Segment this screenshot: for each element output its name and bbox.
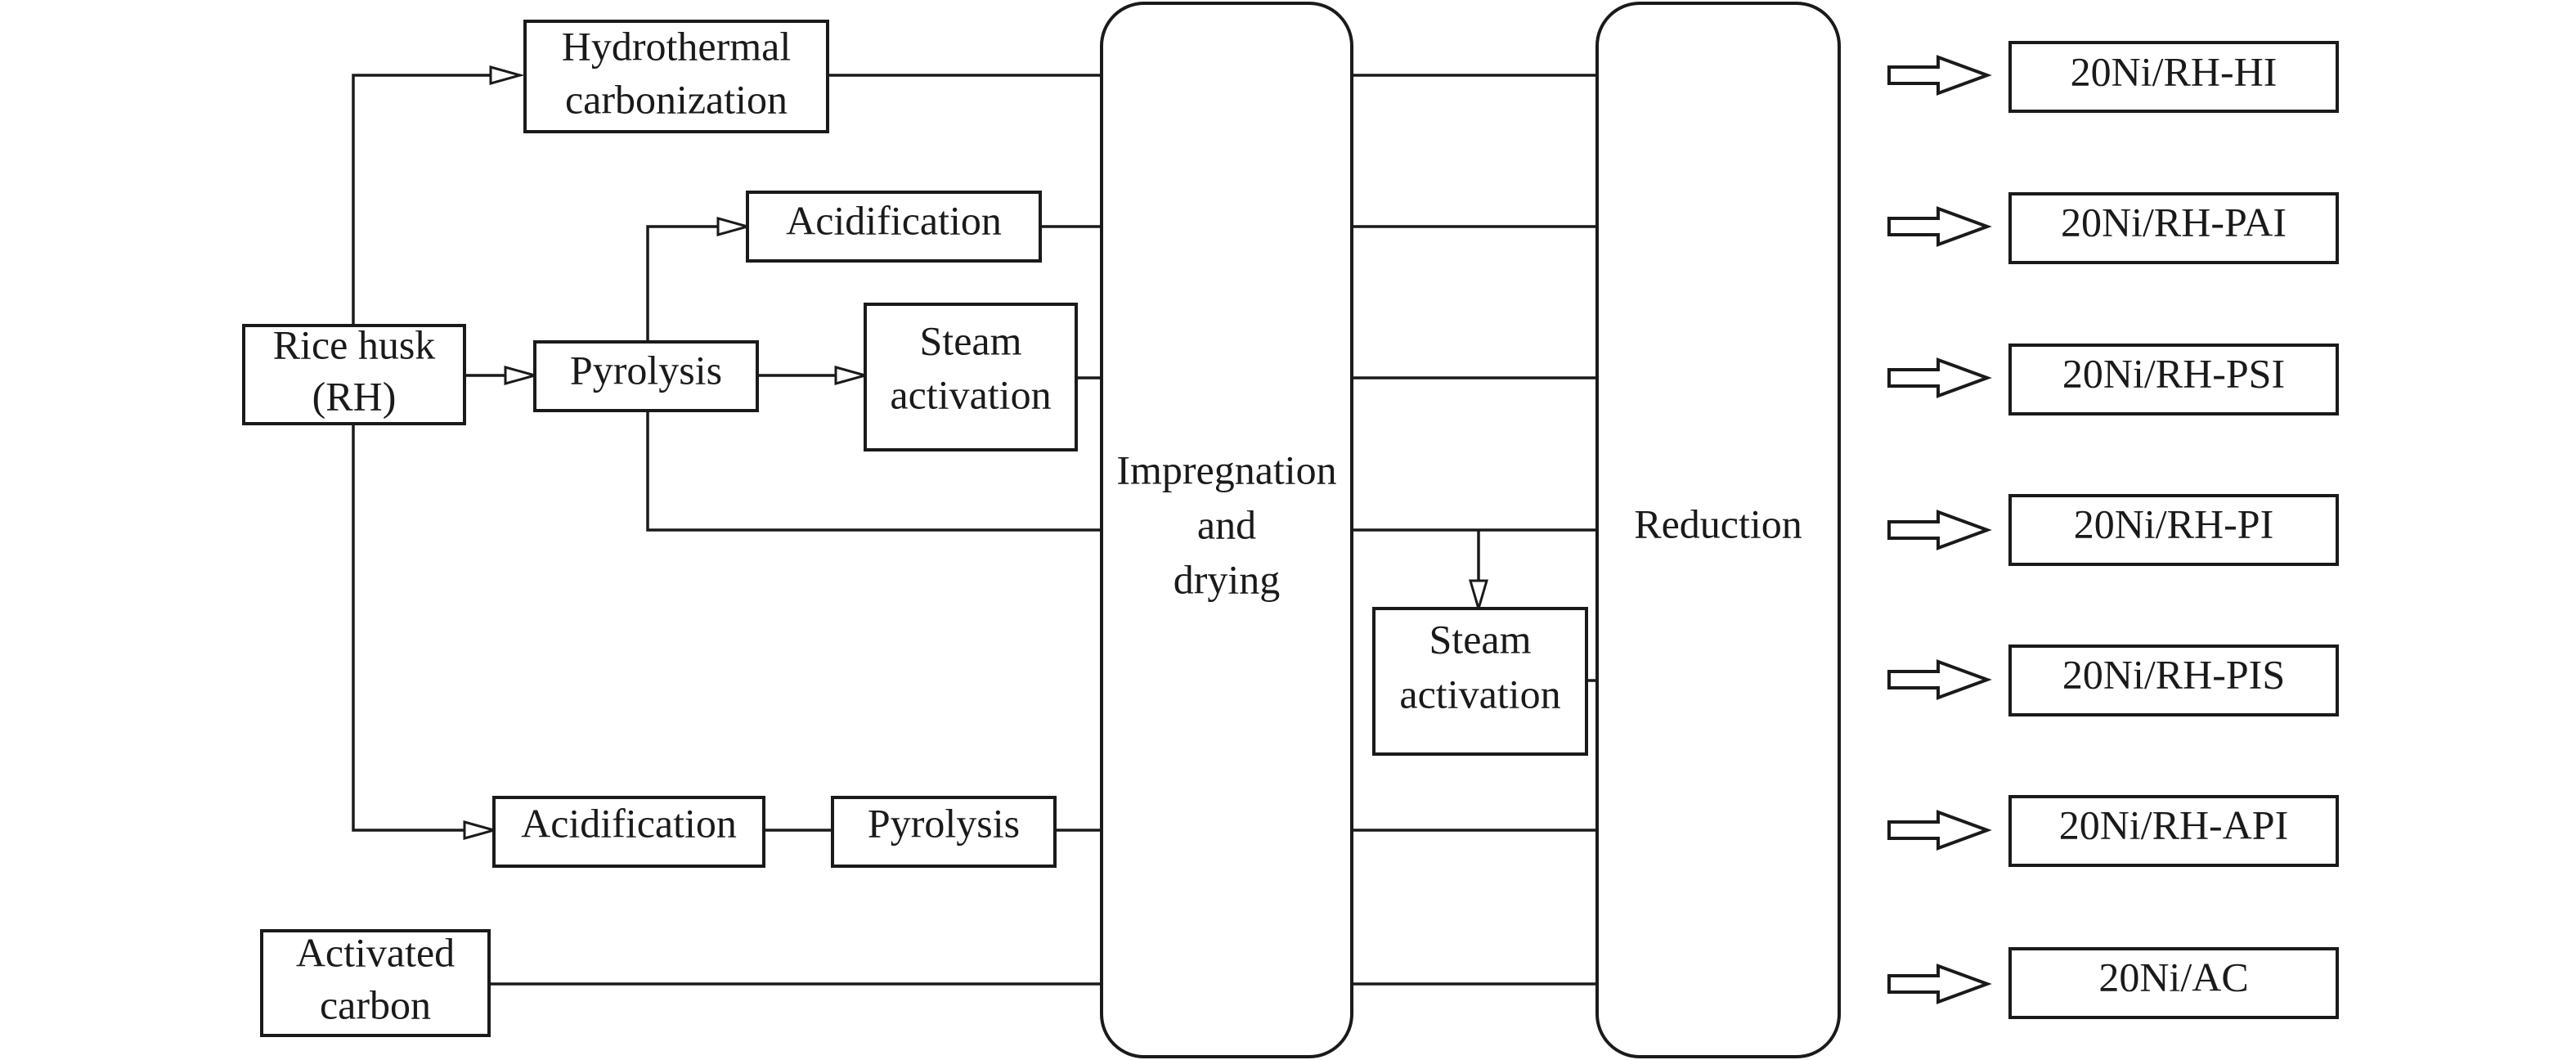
node-label-line: Impregnation — [1116, 447, 1336, 492]
node-activated-carbon: Activated carbon — [260, 929, 491, 1037]
node-label-line: Acidification — [521, 800, 737, 846]
arrowhead-icon — [489, 65, 525, 85]
node-pyrolysis-2: Pyrolysis — [831, 796, 1057, 868]
node-label-line: (RH) — [312, 373, 397, 419]
node-label-line: Steam — [920, 317, 1022, 363]
product-label: 20Ni/RH-PI — [2074, 501, 2273, 546]
product-box: 20Ni/AC — [2008, 947, 2339, 1019]
node-impregnation-and-drying: Impregnation and drying — [1100, 2, 1353, 1058]
block-arrow-icon — [1887, 206, 1992, 247]
node-label-line: carbon — [320, 981, 431, 1027]
arrowhead-icon — [463, 820, 499, 840]
product-label: 20Ni/RH-PAI — [2061, 199, 2287, 245]
node-label-line: and — [1197, 501, 1256, 547]
node-reduction: Reduction — [1595, 2, 1841, 1058]
edge-rice-husk-to-hydrothermal — [352, 74, 491, 326]
block-arrow-icon — [1887, 963, 1992, 1004]
product-label: 20Ni/AC — [2098, 954, 2248, 999]
product-box: 20Ni/RH-API — [2008, 795, 2339, 867]
product-label: 20Ni/RH-HI — [2071, 48, 2278, 94]
block-arrow-icon — [1887, 510, 1992, 550]
node-label-line: Pyrolysis — [868, 800, 1020, 846]
node-label-line: Activated — [296, 929, 455, 975]
node-label-line: Hydrothermal — [562, 23, 791, 69]
product-arrows — [1887, 55, 1992, 1004]
node-label-line: Acidification — [786, 197, 1002, 243]
node-label-line: Reduction — [1634, 501, 1802, 546]
node-label-line: Pyrolysis — [570, 347, 722, 393]
node-acidification-1: Acidification — [746, 191, 1042, 263]
product-box: 20Ni/RH-PAI — [2008, 192, 2339, 264]
node-label-line: Steam — [1429, 616, 1532, 662]
product-label: 20Ni/RH-API — [2059, 802, 2289, 847]
node-pyrolysis-1: Pyrolysis — [533, 340, 759, 412]
node-hydrothermal-carbonization: Hydrothermal carbonization — [523, 20, 829, 133]
connectors — [352, 65, 1597, 986]
edge-pyrolysis-to-impregnation — [646, 411, 1102, 532]
node-label-line: Rice husk — [273, 321, 436, 367]
block-arrow-icon — [1887, 810, 1992, 851]
product-box: 20Ni/RH-HI — [2008, 41, 2339, 113]
product-box: 20Ni/RH-PSI — [2008, 344, 2339, 415]
arrowhead-icon — [504, 366, 540, 385]
node-label-line: activation — [1399, 671, 1560, 716]
node-acidification-2: Acidification — [492, 796, 765, 868]
node-steam-activation-2: Steam activation — [1372, 607, 1588, 756]
node-steam-activation-1: Steam activation — [864, 303, 1078, 451]
product-label: 20Ni/RH-PSI — [2062, 350, 2285, 396]
node-rice-husk: Rice husk (RH) — [242, 321, 466, 425]
process-boxes: Rice husk (RH) Hydrothermal carbonizatio… — [242, 2, 1841, 1058]
block-arrow-icon — [1887, 659, 1992, 700]
product-boxes: 20Ni/RH-HI 20Ni/RH-PAI 20Ni/RH-PSI 20Ni/… — [2008, 41, 2339, 1019]
node-label-line: carbonization — [565, 76, 788, 122]
edge-pyrolysis-to-acidification-1 — [646, 225, 718, 342]
edge-rice-husk-to-acidification-2 — [352, 424, 464, 832]
arrowhead-icon — [716, 217, 752, 236]
node-label-line: activation — [890, 371, 1051, 417]
block-arrow-icon — [1887, 357, 1992, 398]
arrowhead-icon — [834, 366, 870, 385]
product-label: 20Ni/RH-PIS — [2062, 651, 2285, 697]
product-box: 20Ni/RH-PIS — [2008, 645, 2339, 716]
product-box: 20Ni/RH-PI — [2008, 494, 2339, 566]
block-arrow-icon — [1887, 55, 1992, 96]
node-label-line: drying — [1174, 556, 1281, 602]
arrowhead-icon — [1468, 579, 1489, 613]
